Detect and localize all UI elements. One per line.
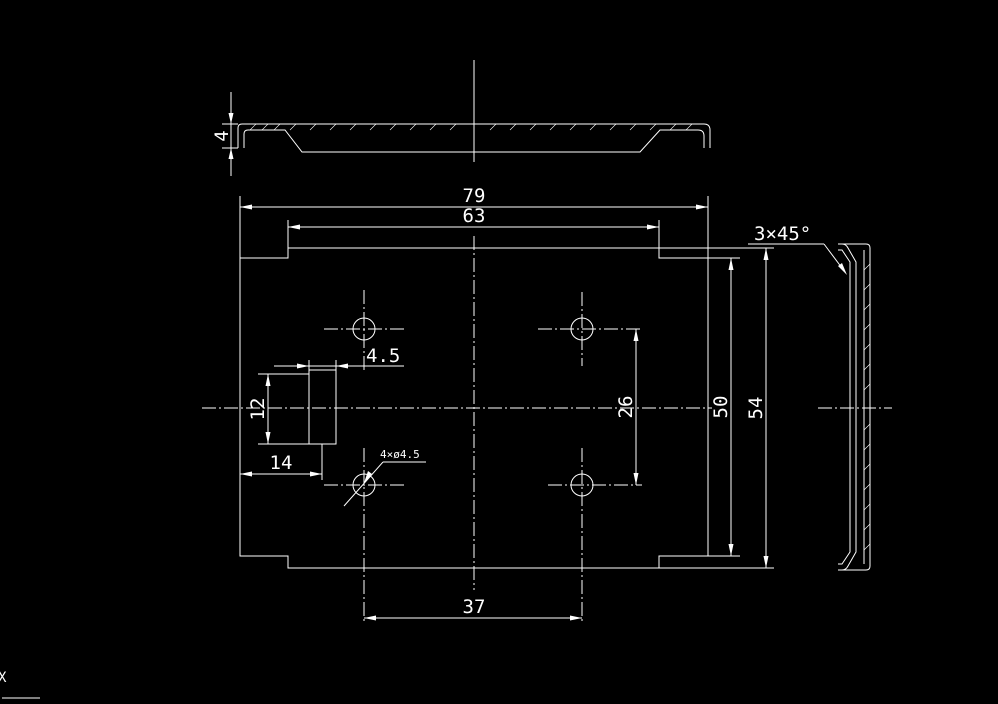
dim-slot-offset: 14 [240, 444, 323, 480]
dim-label-50: 50 [710, 396, 732, 419]
dim-label-26: 26 [615, 396, 637, 419]
dim-label-chamfer: 3×45° [754, 223, 811, 245]
dim-slot-length: 12 [247, 373, 309, 445]
dim-label-54: 54 [745, 397, 767, 420]
dim-label-holes: 4×ø4.5 [380, 448, 420, 461]
dim-overall-width: 79 [239, 185, 709, 258]
dim-slot-size: 4.5 [274, 345, 404, 370]
hole-top-left [324, 290, 405, 370]
dim-label-14: 14 [270, 452, 293, 474]
ucs-axis-label: X [0, 670, 7, 686]
side-view-outer-profile [838, 243, 871, 571]
dim-slot-width: 63 [287, 205, 660, 248]
hole-bottom-right [548, 448, 642, 624]
hole-callout: 4×ø4.5 [343, 448, 426, 507]
dim-hole-spacing-horizontal: 37 [364, 596, 582, 621]
dim-flange-height: 4 [211, 92, 238, 176]
hole-bottom-left [324, 448, 405, 624]
dim-label-4: 4 [211, 130, 233, 141]
side-view-inner-face [838, 249, 851, 565]
dim-label-12: 12 [247, 398, 269, 421]
side-section-view: 3×45° [748, 223, 892, 571]
top-view-inner-profile [243, 129, 705, 153]
side-view-inner-profile [838, 243, 857, 571]
dim-hole-spacing-vertical: 26 [615, 329, 639, 485]
dim-overall-height: 54 [659, 247, 774, 569]
dim-label-37: 37 [463, 596, 486, 618]
dim-label-79: 79 [463, 185, 486, 207]
plan-view: 79 63 4.5 12 [202, 185, 774, 624]
dim-label-63: 63 [463, 205, 486, 227]
side-view-hatching [863, 263, 871, 551]
dim-label-4-5: 4.5 [366, 345, 400, 367]
dim-inner-height: 50 [659, 257, 740, 557]
top-view-hatching [249, 123, 693, 131]
dim-chamfer: 3×45° [748, 223, 847, 275]
hole-top-right [538, 292, 642, 366]
rect-slot [308, 369, 337, 445]
top-section-view: 4 [211, 60, 711, 176]
top-view-outer-profile [237, 123, 711, 148]
